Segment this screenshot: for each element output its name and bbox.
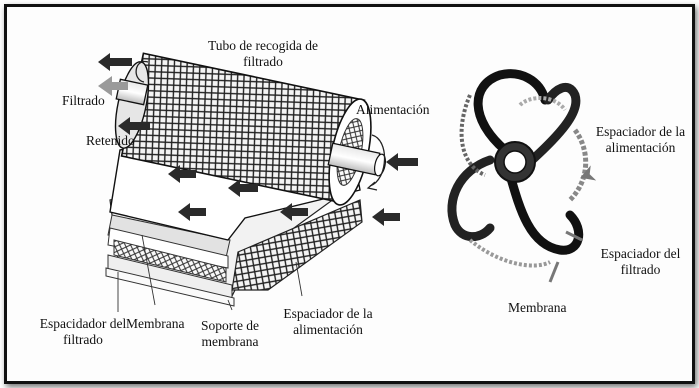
arrow-feed-1 — [386, 153, 418, 171]
label-feed-spacer-right: Espaciador de la alimentación — [588, 124, 693, 156]
label-permeate-spacer-right: Espaciador del filtrado — [588, 246, 693, 278]
label-feed-spacer-bottom: Espaciador de la alimentación — [278, 306, 378, 338]
arrow-filtrate-top — [98, 53, 132, 71]
label-membrane-right: Membrana — [508, 300, 566, 316]
label-filtrado: Filtrado — [62, 93, 105, 109]
label-alimentacion: Alimentación — [356, 102, 429, 118]
label-permeate-spacer-left: Espacidador del filtrado — [34, 316, 132, 348]
label-collection-tube: Tubo de recogida de filtrado — [188, 38, 338, 70]
arrow-feed-2 — [372, 208, 400, 226]
label-membrane-left: Membrana — [126, 316, 184, 332]
label-membrane-support: Soporte de membrana — [190, 318, 270, 350]
spiral-cross-section — [452, 74, 596, 282]
label-retenido: Retenido — [86, 133, 135, 149]
